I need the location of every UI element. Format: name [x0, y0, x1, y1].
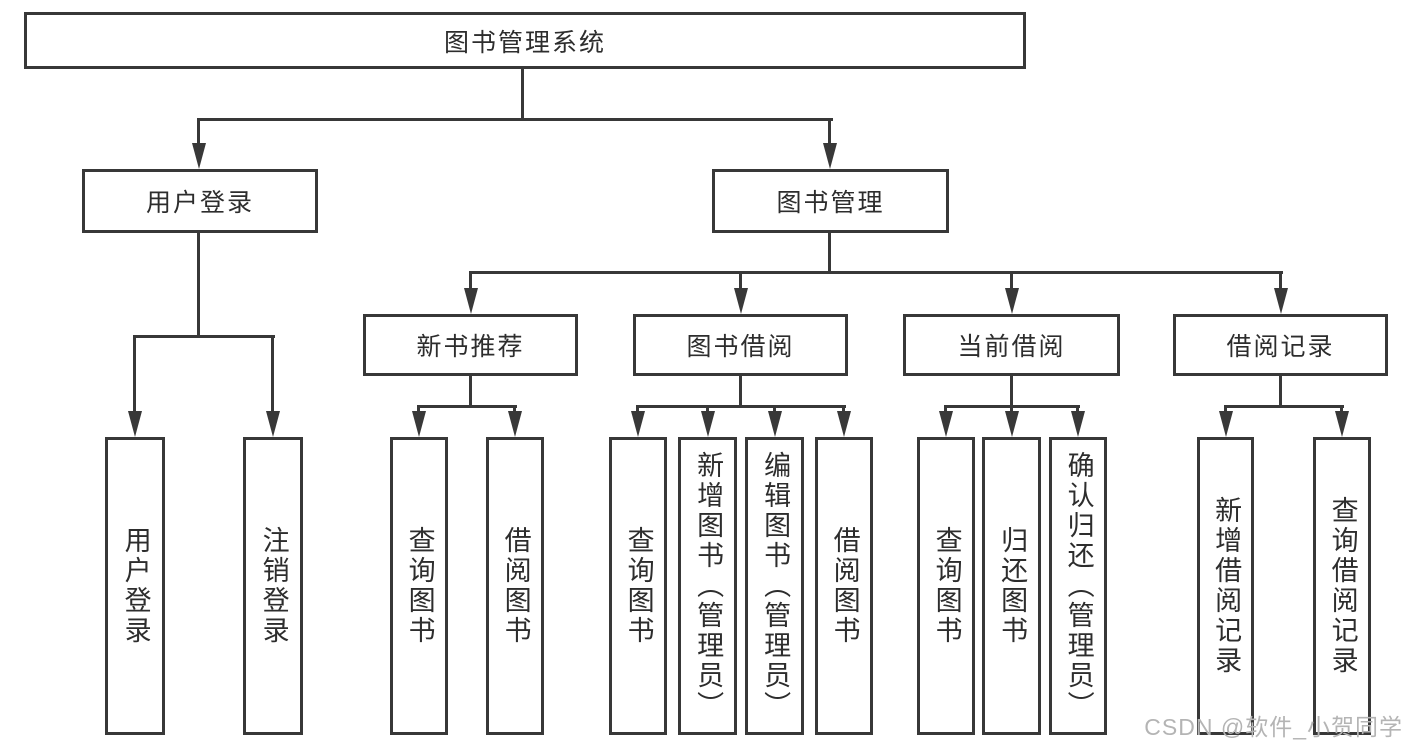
connector-to-user-login: [197, 118, 200, 145]
connector-to-leaf-logout: [271, 335, 274, 413]
leaf-recommend-borrow-books-label: 借阅图书: [500, 526, 531, 646]
arrow-down-icon: [412, 411, 426, 437]
csdn-watermark: CSDN @软件_小贺同学: [1144, 714, 1403, 740]
connector-to-borrow-records: [1279, 271, 1282, 290]
leaf-recommend-query-books: 查询图书: [390, 437, 448, 735]
leaf-return-books: 归还图书: [982, 437, 1041, 735]
connector-to-leaf-login: [133, 335, 136, 413]
connector-book-mgmt-hline: [470, 271, 1283, 274]
connector-book-borrow-hline: [637, 405, 846, 408]
node-user-login-label: 用户登录: [145, 189, 254, 217]
connector-current-borrow-stem: [1010, 376, 1013, 407]
arrow-down-icon: [631, 411, 645, 437]
leaf-logout-label: 注销登录: [258, 526, 289, 646]
connector-root-stem: [521, 69, 524, 120]
leaf-recommend-query-books-label: 查询图书: [404, 526, 435, 646]
leaf-edit-books-admin: 编辑图书（管理员）: [745, 437, 804, 735]
node-current-borrow: 当前借阅: [903, 314, 1120, 376]
connector-to-current-borrow: [1010, 271, 1013, 290]
leaf-query-borrow-record: 查询借阅记录: [1313, 437, 1371, 735]
connector-to-new-book: [469, 271, 472, 290]
connector-leaf-stem: [944, 405, 947, 413]
arrow-down-icon: [1274, 288, 1288, 314]
leaf-user-login-label: 用户登录: [120, 526, 151, 646]
leaf-current-query-books: 查询图书: [917, 437, 975, 735]
leaf-confirm-return-admin-label: 确认归还（管理员）: [1063, 451, 1094, 721]
leaf-user-login: 用户登录: [105, 437, 165, 735]
leaf-return-books-label: 归还图书: [997, 526, 1028, 646]
arrow-down-icon: [192, 143, 206, 169]
leaf-add-books-admin-label: 新增图书（管理员）: [693, 451, 724, 721]
node-book-borrow-label: 图书借阅: [686, 333, 795, 361]
connector-borrow-records-hline: [1225, 405, 1344, 408]
leaf-confirm-return-admin: 确认归还（管理员）: [1049, 437, 1107, 735]
leaf-query-borrow-record-label: 查询借阅记录: [1327, 496, 1358, 676]
arrow-down-icon: [701, 411, 715, 437]
connector-user-login-stem: [197, 233, 200, 337]
node-borrow-records-label: 借阅记录: [1226, 333, 1335, 361]
node-current-borrow-label: 当前借阅: [957, 333, 1066, 361]
leaf-add-books-admin: 新增图书（管理员）: [678, 437, 737, 735]
node-new-book-recommend: 新书推荐: [363, 314, 578, 376]
arrow-down-icon: [464, 288, 478, 314]
leaf-add-borrow-record: 新增借阅记录: [1197, 437, 1254, 735]
arrow-down-icon: [768, 411, 782, 437]
connector-root-hline: [197, 118, 833, 121]
arrow-down-icon: [128, 411, 142, 437]
connector-book-borrow-stem: [739, 376, 742, 407]
node-user-login: 用户登录: [82, 169, 318, 233]
arrow-down-icon: [1005, 411, 1019, 437]
connector-leaf-stem: [513, 405, 516, 413]
arrow-down-icon: [734, 288, 748, 314]
connector-new-book-hline: [418, 405, 517, 408]
leaf-edit-books-admin-label: 编辑图书（管理员）: [760, 451, 791, 721]
leaf-borrow-books: 借阅图书: [815, 437, 873, 735]
connector-leaf-stem: [842, 405, 845, 413]
connector-leaf-stem: [636, 405, 639, 413]
connector-leaf-stem: [417, 405, 420, 413]
arrow-down-icon: [1005, 288, 1019, 314]
leaf-borrow-query-books-label: 查询图书: [623, 526, 654, 646]
node-new-book-recommend-label: 新书推荐: [416, 333, 525, 361]
arrow-down-icon: [939, 411, 953, 437]
connector-book-mgmt-stem: [828, 233, 831, 273]
arrow-down-icon: [266, 411, 280, 437]
connector-leaf-stem: [773, 405, 776, 413]
leaf-add-borrow-record-label: 新增借阅记录: [1211, 496, 1242, 676]
connector-to-book-borrow: [739, 271, 742, 290]
node-book-management: 图书管理: [712, 169, 949, 233]
arrow-down-icon: [1071, 411, 1085, 437]
leaf-borrow-query-books: 查询图书: [609, 437, 667, 735]
leaf-recommend-borrow-books: 借阅图书: [486, 437, 544, 735]
connector-leaf-stem: [1224, 405, 1227, 413]
connector-new-book-stem: [469, 376, 472, 407]
node-book-borrow: 图书借阅: [633, 314, 848, 376]
leaf-current-query-books-label: 查询图书: [931, 526, 962, 646]
node-borrow-records: 借阅记录: [1173, 314, 1388, 376]
node-root: 图书管理系统: [24, 12, 1026, 69]
arrow-down-icon: [823, 143, 837, 169]
connector-leaf-stem: [1010, 405, 1013, 413]
node-book-management-label: 图书管理: [776, 189, 885, 217]
node-root-label: 图书管理系统: [443, 28, 606, 57]
connector-leaf-stem: [1076, 405, 1079, 413]
arrow-down-icon: [1219, 411, 1233, 437]
arrow-down-icon: [837, 411, 851, 437]
connector-borrow-records-stem: [1279, 376, 1282, 407]
connector-leaf-stem: [1340, 405, 1343, 413]
arrow-down-icon: [1335, 411, 1349, 437]
leaf-borrow-books-label: 借阅图书: [829, 526, 860, 646]
connector-to-book-mgmt: [828, 118, 831, 145]
leaf-logout: 注销登录: [243, 437, 303, 735]
connector-user-login-hline: [133, 335, 275, 338]
arrow-down-icon: [508, 411, 522, 437]
connector-leaf-stem: [706, 405, 709, 413]
